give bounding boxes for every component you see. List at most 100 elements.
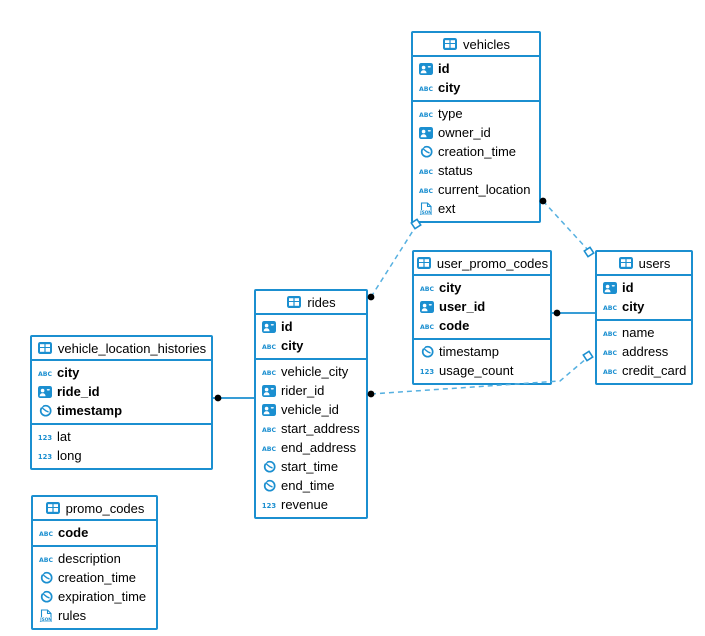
field-label: creation_time (58, 570, 137, 585)
svg-text:123: 123 (420, 368, 434, 376)
table-name: rides (307, 294, 336, 310)
clock-icon (37, 404, 53, 417)
svg-text:ABC: ABC (262, 370, 277, 377)
field-label: id (281, 319, 293, 334)
person-badge-icon (261, 320, 277, 333)
svg-text:ABC: ABC (603, 350, 618, 357)
abc-text-type-icon: ABC (602, 366, 618, 376)
123-number-type-icon: 123 (37, 432, 53, 442)
svg-text:123: 123 (262, 502, 276, 510)
table-icon (442, 38, 458, 50)
123-number-type-icon: 123 (261, 500, 277, 510)
field-row: id (256, 317, 366, 336)
svg-text:ABC: ABC (420, 286, 435, 293)
field-label: creation_time (438, 144, 517, 159)
relation-diamond-end (583, 246, 595, 258)
person-badge-icon (37, 385, 53, 398)
svg-text:ABC: ABC (262, 446, 277, 453)
table-name: user_promo_codes (436, 255, 549, 271)
clock-icon (419, 345, 435, 358)
clock-icon (418, 145, 434, 158)
svg-text:123: 123 (38, 434, 52, 442)
svg-text:ABC: ABC (262, 427, 277, 434)
abc-text-type-icon: ABC (261, 443, 277, 453)
svg-text:ABC: ABC (39, 557, 54, 564)
field-row: vehicle_id (256, 400, 366, 419)
table-header[interactable]: vehicle_location_histories (32, 337, 211, 361)
abc-text-type-icon: ABC (261, 424, 277, 434)
svg-text:ABC: ABC (419, 86, 434, 93)
field-row: expiration_time (33, 587, 156, 606)
relation-vehicles-users (539, 197, 595, 258)
table-name: promo_codes (65, 500, 145, 516)
field-label: city (622, 299, 645, 314)
abc-text-type-icon: ABC (419, 321, 435, 331)
clock-icon (261, 460, 277, 473)
relation-vehicle_location_histories-rides (213, 394, 255, 402)
field-row: 123 lat (32, 427, 211, 446)
abc-text-type-icon: ABC (602, 302, 618, 312)
abc-text-type-icon: ABC (418, 166, 434, 176)
field-row: user_id (414, 297, 550, 316)
field-row: creation_time (413, 142, 539, 161)
relation-diamond-end (582, 350, 594, 362)
field-label: ext (438, 201, 456, 216)
abc-text-type-icon: ABC (602, 347, 618, 357)
field-row: owner_id (413, 123, 539, 142)
field-row: id (413, 59, 539, 78)
field-label: status (438, 163, 473, 178)
field-label: user_id (439, 299, 486, 314)
svg-text:ABC: ABC (603, 331, 618, 338)
relation-user_promo_codes-users (552, 309, 596, 317)
table-header[interactable]: users (597, 252, 691, 276)
svg-text:123: 123 (38, 453, 52, 461)
relation-dot-end (214, 394, 222, 402)
json-icon: JSON (38, 608, 54, 623)
primary-key-section: ABC code (33, 521, 156, 547)
field-label: lat (57, 429, 71, 444)
svg-text:ABC: ABC (603, 369, 618, 376)
table-header[interactable]: vehicles (413, 33, 539, 57)
field-label: end_address (281, 440, 357, 455)
relation-dot-end (553, 309, 561, 317)
field-label: credit_card (622, 363, 687, 378)
field-label: expiration_time (58, 589, 147, 604)
field-label: id (622, 280, 634, 295)
abc-text-type-icon: ABC (261, 341, 277, 351)
field-row: rider_id (256, 381, 366, 400)
field-label: vehicle_id (281, 402, 339, 417)
table-header[interactable]: promo_codes (33, 497, 156, 521)
field-row: timestamp (32, 401, 211, 420)
clock-icon (38, 571, 54, 584)
svg-text:ABC: ABC (39, 531, 54, 538)
abc-text-type-icon: ABC (418, 185, 434, 195)
field-row: 123 revenue (256, 495, 366, 514)
field-row: end_time (256, 476, 366, 495)
field-row: ABC code (33, 523, 156, 542)
table-header[interactable]: user_promo_codes (414, 252, 550, 276)
abc-text-type-icon: ABC (38, 528, 54, 538)
field-label: revenue (281, 497, 328, 512)
svg-text:ABC: ABC (38, 371, 53, 378)
field-label: code (58, 525, 89, 540)
svg-text:ABC: ABC (603, 305, 618, 312)
table-header[interactable]: rides (256, 291, 366, 315)
field-label: rules (58, 608, 87, 623)
